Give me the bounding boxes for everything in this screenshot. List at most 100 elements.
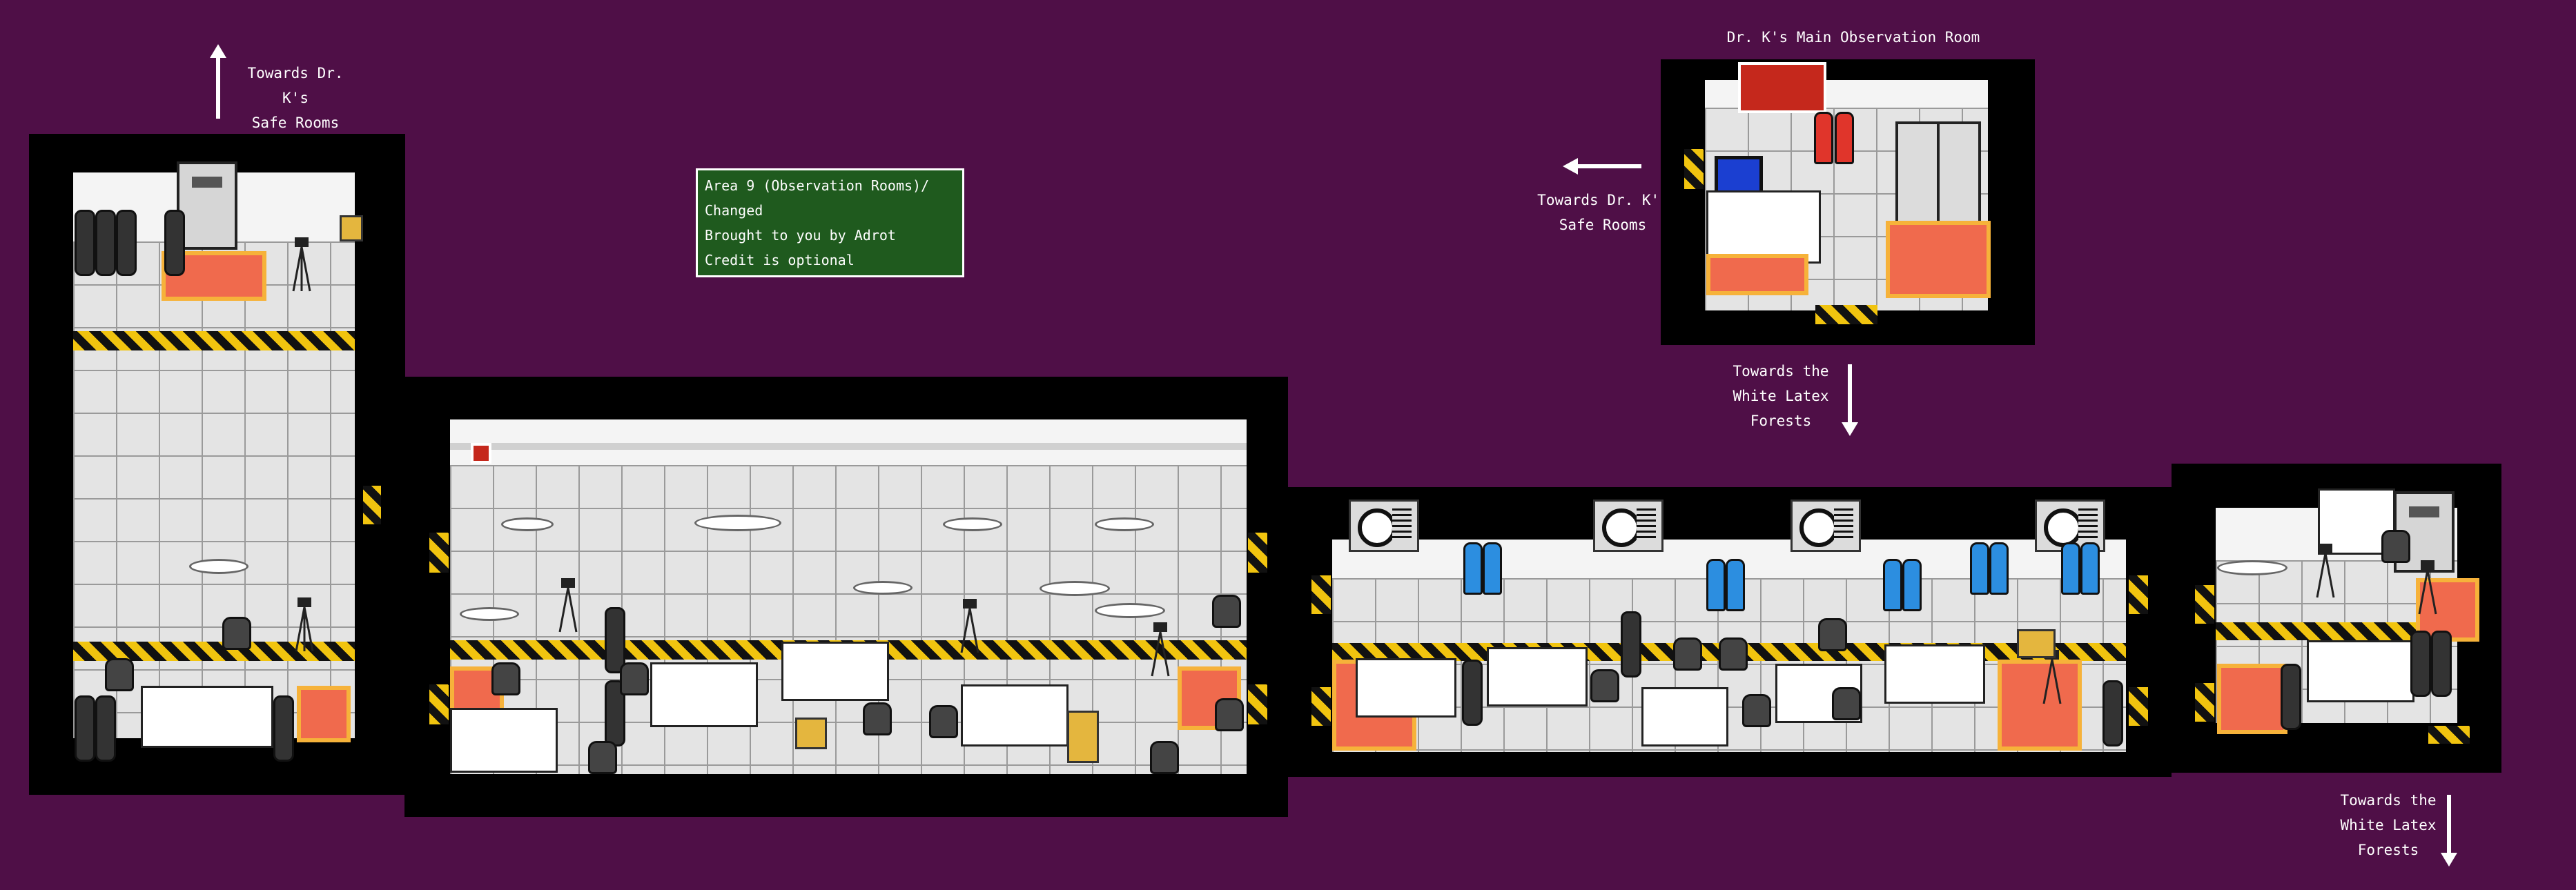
- rug: [297, 686, 351, 742]
- tripod-camera-icon: [295, 597, 314, 652]
- bottle-icon: [2080, 542, 2100, 595]
- locker-icon: [1937, 121, 1981, 224]
- barrel-icon: [1462, 660, 1483, 726]
- puddle-icon: [2217, 560, 2287, 575]
- chair-icon[interactable]: [222, 617, 251, 650]
- crate-icon: [795, 718, 827, 749]
- rug: [2217, 664, 2287, 734]
- rug: [1886, 221, 1991, 298]
- arrow-left-icon: [1563, 158, 1641, 175]
- wall-band: [450, 443, 1247, 450]
- hazard-stripe: [429, 533, 449, 573]
- hazard-stripe: [2195, 585, 2214, 624]
- fan-icon: [1349, 500, 1419, 552]
- barrel-icon: [1621, 611, 1641, 678]
- label-towards-safe-rooms-top: Towards Dr. K's Safe Rooms: [247, 65, 344, 131]
- chair-icon[interactable]: [1818, 618, 1847, 651]
- desk: [1706, 190, 1821, 264]
- poster-icon: [471, 443, 491, 464]
- room-center-left: [404, 377, 1288, 817]
- chair-icon[interactable]: [1212, 595, 1241, 628]
- room-far-right: [2172, 464, 2501, 773]
- chair-icon[interactable]: [491, 662, 520, 695]
- label-observation-room-title: Dr. K's Main Observation Room: [1726, 29, 1980, 46]
- hazard-stripe: [2195, 683, 2214, 722]
- desk: [1487, 647, 1588, 706]
- puddle-icon: [1095, 603, 1165, 618]
- rug: [1998, 660, 2082, 751]
- crate-icon: [1067, 711, 1099, 763]
- barrel-icon: [273, 695, 294, 762]
- hazard-stripe: [73, 331, 355, 350]
- desk: [961, 684, 1069, 746]
- hazard-stripe: [1311, 575, 1331, 614]
- barrel-icon: [2410, 631, 2431, 697]
- hazard-stripe: [1248, 533, 1267, 573]
- barrel-icon: [164, 210, 185, 276]
- room-center-right: [1287, 487, 2172, 777]
- desk: [650, 662, 758, 727]
- puddle-icon: [460, 607, 519, 621]
- rug: [1706, 254, 1808, 295]
- desk: [2307, 640, 2414, 702]
- crate-icon: [340, 215, 363, 241]
- tripod-camera-icon: [558, 578, 578, 633]
- label-towards-forests-bottom: Towards the White Latex Forests: [2340, 792, 2437, 858]
- bottle-icon: [1706, 559, 1726, 611]
- barrel-icon: [116, 210, 137, 276]
- barrel-icon: [2102, 680, 2123, 746]
- bottle-icon: [1726, 559, 1745, 611]
- bottle-icon: [1814, 112, 1833, 164]
- barrel-icon: [75, 695, 95, 762]
- chair-icon[interactable]: [1590, 669, 1619, 702]
- door-icon[interactable]: [177, 161, 237, 250]
- puddle-icon: [853, 581, 913, 595]
- puddle-icon: [943, 517, 1002, 531]
- chair-icon[interactable]: [105, 658, 134, 691]
- bottle-icon: [1989, 542, 2009, 595]
- desk: [1641, 687, 1728, 746]
- hazard-stripe: [73, 642, 355, 661]
- room-center-left-floor: [450, 465, 1247, 774]
- chair-icon[interactable]: [863, 702, 892, 735]
- barrel-icon: [75, 210, 95, 276]
- barrel-icon: [605, 607, 625, 673]
- barrel-icon: [2431, 631, 2452, 697]
- barrel-icon: [2281, 664, 2301, 730]
- chair-icon[interactable]: [1673, 637, 1702, 671]
- tripod-camera-icon: [1151, 622, 1170, 677]
- chair-icon[interactable]: [1150, 741, 1179, 774]
- puddle-icon: [1040, 581, 1110, 596]
- tripod-camera-icon: [2042, 650, 2062, 704]
- tripod-camera-icon: [960, 599, 979, 653]
- desk: [781, 642, 889, 701]
- chair-icon[interactable]: [1742, 694, 1771, 727]
- desk: [1884, 644, 1985, 704]
- chair-icon[interactable]: [1832, 687, 1861, 720]
- hazard-stripe: [429, 684, 449, 724]
- chair-icon[interactable]: [929, 705, 958, 738]
- chair-icon[interactable]: [1215, 698, 1244, 731]
- puddle-icon: [694, 515, 781, 531]
- bottle-icon: [1970, 542, 1989, 595]
- crate-icon: [2017, 629, 2056, 658]
- credits-line-title: Area 9 (Observation Rooms)/ Changed: [705, 177, 930, 219]
- tripod-camera-icon: [2316, 544, 2335, 598]
- tripod-camera-icon: [292, 237, 311, 292]
- puddle-icon: [189, 559, 248, 574]
- room-observation: [1661, 59, 2035, 345]
- bottle-icon: [1463, 542, 1483, 595]
- barrel-icon: [95, 210, 116, 276]
- arrow-up-icon: [210, 44, 226, 119]
- tripod-camera-icon: [2418, 560, 2437, 615]
- chair-icon[interactable]: [2381, 530, 2410, 563]
- chair-icon[interactable]: [588, 741, 617, 774]
- bottle-icon: [1835, 112, 1854, 164]
- chair-icon[interactable]: [1719, 637, 1748, 671]
- desk: [141, 686, 273, 748]
- chair-icon[interactable]: [620, 662, 649, 695]
- arrow-down-icon: [1842, 364, 1858, 436]
- poster-icon: [1738, 62, 1826, 113]
- fan-icon: [1593, 500, 1663, 552]
- hazard-stripe: [2129, 687, 2148, 726]
